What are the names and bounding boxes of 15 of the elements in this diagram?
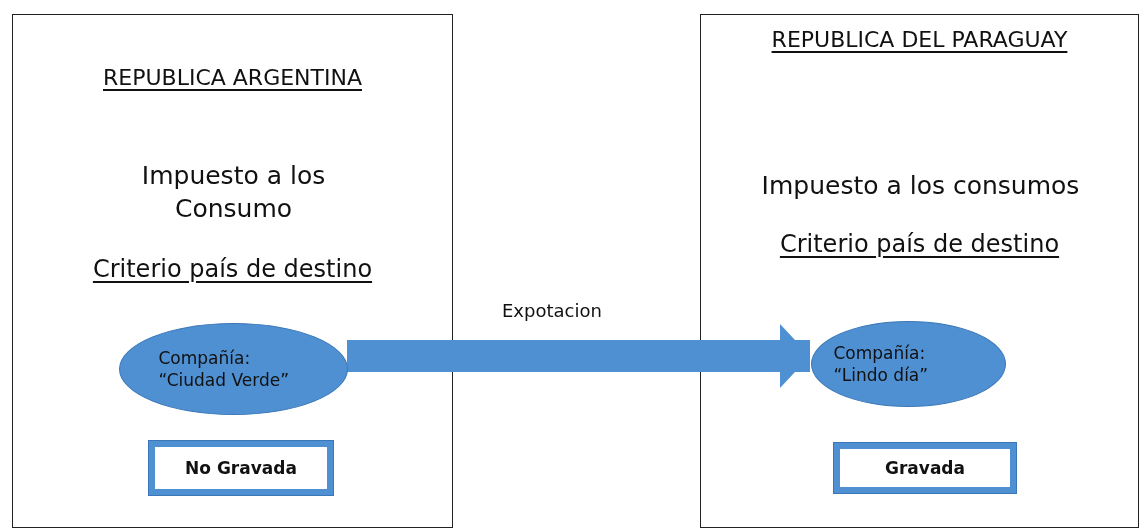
company-name: Compañía: “Lindo día”	[833, 341, 930, 387]
country-title: REPUBLICA ARGENTINA	[102, 65, 363, 90]
tax-heading: Impuesto a los Consumo	[140, 160, 327, 225]
block-arrow	[347, 324, 810, 388]
country-title: REPUBLICA DEL PARAGUAY	[770, 27, 1069, 52]
status-box	[149, 441, 333, 495]
tax-heading: Impuesto a los consumos	[760, 170, 1081, 202]
status-label: No Gravada	[185, 458, 297, 478]
status-box	[834, 443, 1016, 493]
company-name: Compañía: “Ciudad Verde”	[158, 346, 290, 392]
criterion-heading: Criterio país de destino	[91, 255, 374, 283]
country-panel	[700, 14, 1139, 528]
criterion-heading: Criterio país de destino	[778, 230, 1061, 258]
country-panel	[12, 14, 453, 528]
status-label: Gravada	[885, 458, 965, 478]
